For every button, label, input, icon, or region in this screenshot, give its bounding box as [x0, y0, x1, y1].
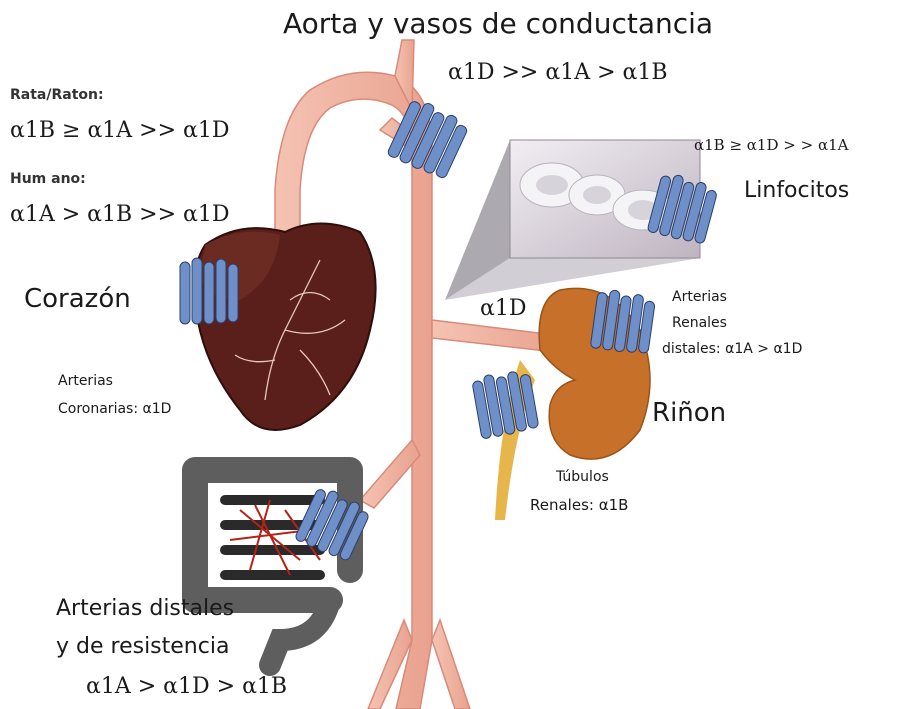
rat-mouse-label: Rata/Raton: — [10, 88, 104, 102]
rat-mouse-rank: α1B ≥ α1A >> α1D — [10, 120, 230, 142]
distal-arteries-label-line1: Arterias distales — [56, 598, 234, 620]
coronary-label-line2: Coronarias: α1D — [58, 402, 171, 416]
tubulos-label-line2: Renales: α1B — [530, 498, 628, 513]
lymphocyte-zoom — [445, 140, 700, 300]
receptor-tubules — [471, 368, 539, 439]
human-label: Hum ano: — [10, 172, 86, 186]
renal-branch-alpha: α1D — [480, 298, 527, 320]
tubulos-label-line1: Túbulos — [556, 470, 609, 484]
heart — [194, 224, 375, 431]
corazon-label: Corazón — [24, 286, 131, 312]
aorta-subtype-rank: α1D >> α1A > α1B — [448, 62, 668, 84]
renal-artery-label-line1: Arterias — [672, 290, 727, 304]
receptor-heart — [180, 258, 238, 324]
lymphocyte-rank: α1B ≥ α1D > > α1A — [694, 138, 848, 153]
linfocitos-label: Linfocitos — [744, 180, 849, 202]
renal-artery-label-line3: distales: α1A > α1D — [662, 342, 802, 356]
rinon-label: Riñon — [652, 400, 726, 426]
coronary-label-line1: Arterias — [58, 374, 113, 388]
distal-arteries-label-line2: y de resistencia — [56, 636, 229, 658]
renal-artery-label-line2: Renales — [672, 316, 727, 330]
distal-arteries-rank: α1A > α1D > α1B — [86, 676, 287, 698]
diagram-title: Aorta y vasos de conductancia — [283, 10, 713, 38]
human-rank: α1A > α1B >> α1D — [10, 204, 230, 226]
receptor-renal-artery — [590, 288, 656, 355]
